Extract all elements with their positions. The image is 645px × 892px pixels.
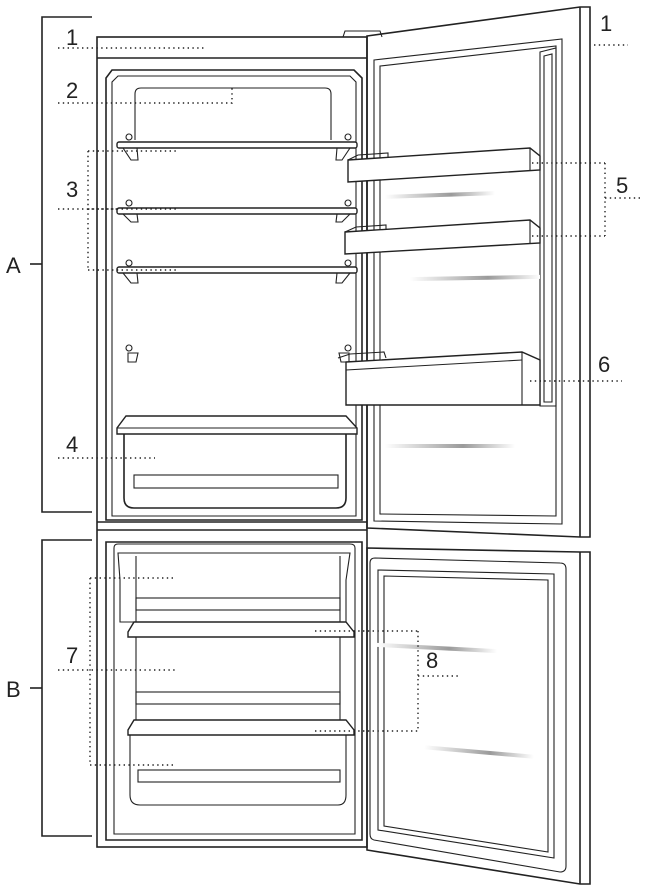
bracket-b (30, 539, 92, 837)
freezer-drawer (117, 552, 351, 623)
freezer-compartment (105, 541, 363, 841)
freezer-drawer (129, 735, 347, 806)
door-shelf (344, 219, 541, 255)
fridge-compartment (105, 69, 363, 521)
glass-shelf (116, 207, 358, 223)
compartment-label-b: B (6, 677, 21, 702)
glass-shelf (116, 266, 358, 284)
callout-1-left: 1 (66, 25, 78, 50)
callout-7: 7 (66, 643, 78, 668)
crisper-drawer (116, 415, 358, 509)
callout-4: 4 (66, 432, 78, 457)
callout-8: 8 (426, 648, 438, 673)
leader-lines (58, 44, 640, 766)
callout-3: 3 (66, 177, 78, 202)
bracket-a (30, 16, 92, 513)
door-shelf (347, 147, 541, 183)
freezer-shelf (127, 719, 355, 736)
freezer-door (366, 547, 591, 885)
callout-labels: 1 1 2 3 4 5 6 7 8 A B (6, 11, 628, 702)
callout-1-right: 1 (600, 11, 612, 36)
callout-2: 2 (66, 78, 78, 103)
freezer-drawer (135, 637, 341, 720)
callout-6: 6 (598, 352, 610, 377)
callout-5: 5 (616, 173, 628, 198)
bottle-shelf (337, 351, 541, 406)
glass-shelf (116, 141, 358, 161)
fridge-door (337, 6, 591, 538)
shelf-supports (125, 133, 352, 363)
compartment-label-a: A (6, 253, 21, 278)
freezer-shelf (127, 621, 355, 638)
